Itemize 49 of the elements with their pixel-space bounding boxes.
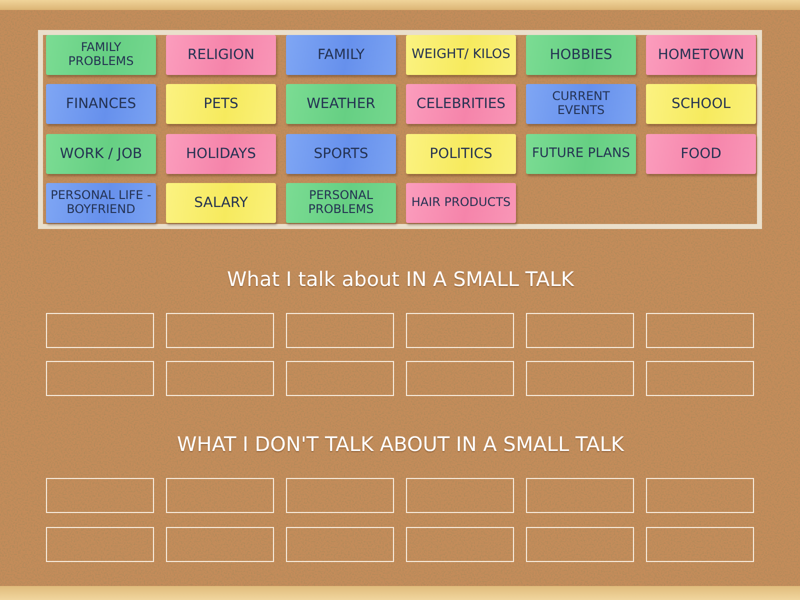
answer-box [526, 478, 634, 513]
topic-card: SALARY [166, 183, 276, 223]
answer-box [406, 527, 514, 562]
topic-card: SPORTS [286, 134, 396, 174]
answer-box [286, 478, 394, 513]
answer-box [646, 527, 754, 562]
answer-box [46, 361, 154, 396]
topic-card: CURRENT EVENTS [526, 84, 636, 124]
topic-card: FOOD [646, 134, 756, 174]
answer-box [406, 361, 514, 396]
answer-box [166, 313, 274, 348]
answer-box [406, 478, 514, 513]
answer-box [646, 361, 754, 396]
topic-card: RELIGION [166, 35, 276, 75]
answer-box [46, 527, 154, 562]
topic-card: FUTURE PLANS [526, 134, 636, 174]
topic-card: PERSONAL LIFE -BOYFRIEND [46, 183, 156, 223]
answer-box [526, 313, 634, 348]
answer-box [406, 313, 514, 348]
topic-card: SCHOOL [646, 84, 756, 124]
answer-box [526, 361, 634, 396]
answer-box [46, 313, 154, 348]
topic-card: HAIR PRODUCTS [406, 183, 516, 223]
answer-box [286, 313, 394, 348]
topic-card: WEIGHT/ KILOS [406, 35, 516, 75]
answer-box [646, 313, 754, 348]
topic-card: PETS [166, 84, 276, 124]
answer-box [286, 527, 394, 562]
card-tray [38, 30, 762, 229]
topic-card: HOLIDAYS [166, 134, 276, 174]
answer-box [166, 361, 274, 396]
answer-box [286, 361, 394, 396]
topic-card: HOMETOWN [646, 35, 756, 75]
topic-card: FAMILY PROBLEMS [46, 35, 156, 75]
topic-card: WEATHER [286, 84, 396, 124]
topic-card: POLITICS [406, 134, 516, 174]
answer-box [46, 478, 154, 513]
answer-box [526, 527, 634, 562]
topic-card: PERSONAL PROBLEMS [286, 183, 396, 223]
answer-box [646, 478, 754, 513]
topic-card: FAMILY [286, 35, 396, 75]
topic-card: CELEBRITIES [406, 84, 516, 124]
topic-card: HOBBIES [526, 35, 636, 75]
topic-card: FINANCES [46, 84, 156, 124]
answer-box [166, 527, 274, 562]
topic-card: WORK / JOB [46, 134, 156, 174]
section-heading: What I talk about IN A SMALL TALK [227, 267, 574, 291]
section-heading: WHAT I DON'T TALK ABOUT IN A SMALL TALK [177, 432, 624, 456]
answer-box [166, 478, 274, 513]
